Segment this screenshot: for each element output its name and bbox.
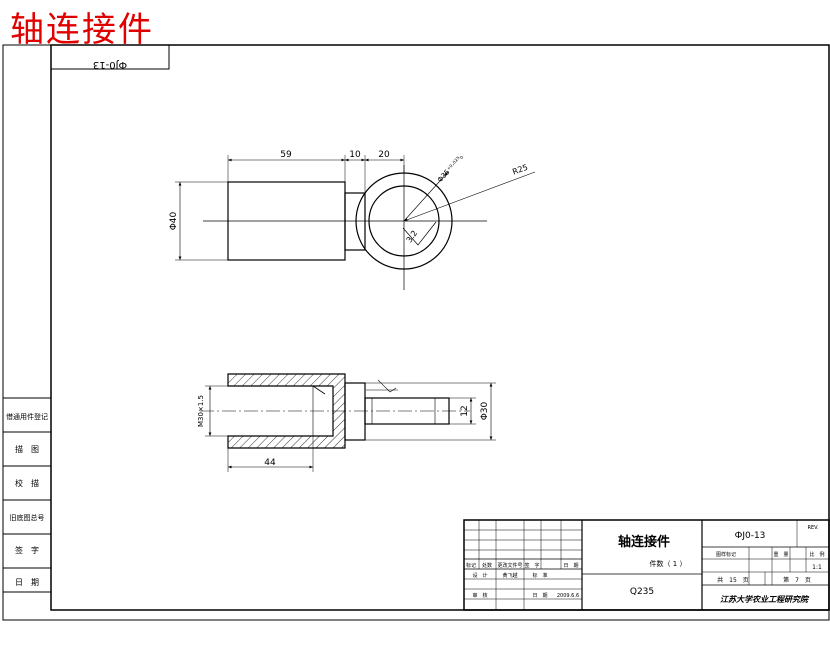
stub-label-5: 签 字 xyxy=(15,545,39,555)
date-value: 2009.6.6 xyxy=(557,593,579,599)
tb-institute: 江苏大学农业工程研究院 xyxy=(720,594,810,604)
standard-label: 标 准 xyxy=(532,572,547,579)
sheet-frame xyxy=(2,44,830,621)
tb-rev: REV. xyxy=(808,525,819,531)
dim-diameter-30: Φ30 xyxy=(480,401,490,420)
part-quantity: 件数（ 1 ） xyxy=(650,559,687,568)
corner-drawing-number: ФJ0-13 xyxy=(93,59,127,70)
stub-label-6: 日 期 xyxy=(15,578,39,587)
rev-col-date: 日 期 xyxy=(563,563,578,569)
rev-col-sign: 签 字 xyxy=(524,562,539,569)
dim-radius-25: R25 xyxy=(511,163,529,177)
designer-name: 黄飞越 xyxy=(502,572,517,579)
stub-label-4: 旧底图总号 xyxy=(10,513,45,522)
tb-drawing-number: ФJ0-13 xyxy=(735,531,766,541)
date-label: 日 期 xyxy=(532,593,547,599)
rev-col-marks: 标记 xyxy=(466,562,476,569)
stub-label-2: 描 图 xyxy=(15,444,39,454)
dim-diameter-40: Φ40 xyxy=(169,211,179,230)
left-stub-table xyxy=(3,397,51,593)
tb-total-sheets: 共 15 页 xyxy=(717,576,749,584)
title-block-grid xyxy=(463,519,830,611)
dim-bore-35: Φ35⁺⁰·⁰²⁵₀ xyxy=(436,153,465,184)
review-label: 审 核 xyxy=(472,592,487,599)
design-label: 设 计 xyxy=(472,572,487,579)
tb-sheet-number: 第 7 页 xyxy=(783,576,811,584)
rev-col-doc: 更改文件号 xyxy=(497,562,522,569)
dim-length-59: 59 xyxy=(280,150,292,160)
part-material: Q235 xyxy=(630,587,654,597)
rev-col-count: 处数 xyxy=(482,562,492,569)
tb-weight: 重 量 xyxy=(773,551,788,558)
tb-stage-mark: 图样标记 xyxy=(716,551,736,558)
dim-length-44: 44 xyxy=(264,458,276,468)
dim-thread: M30×1.5 xyxy=(197,395,205,427)
drawing-heading: 轴连接件 xyxy=(10,10,154,50)
dim-length-10: 10 xyxy=(349,150,361,160)
section-view xyxy=(200,373,496,472)
tb-scale: 1:1 xyxy=(812,564,822,571)
stub-label-3: 校 描 xyxy=(15,478,39,488)
part-name: 轴连接件 xyxy=(618,534,670,550)
stub-label-1: 借通用件登记 xyxy=(6,412,48,421)
roughness-value: 3.2 xyxy=(405,229,420,245)
dim-length-20: 20 xyxy=(378,150,390,160)
top-view xyxy=(175,155,536,290)
dim-width-12: 12 xyxy=(460,405,470,416)
tb-scale-label: 比 例 xyxy=(809,551,824,558)
